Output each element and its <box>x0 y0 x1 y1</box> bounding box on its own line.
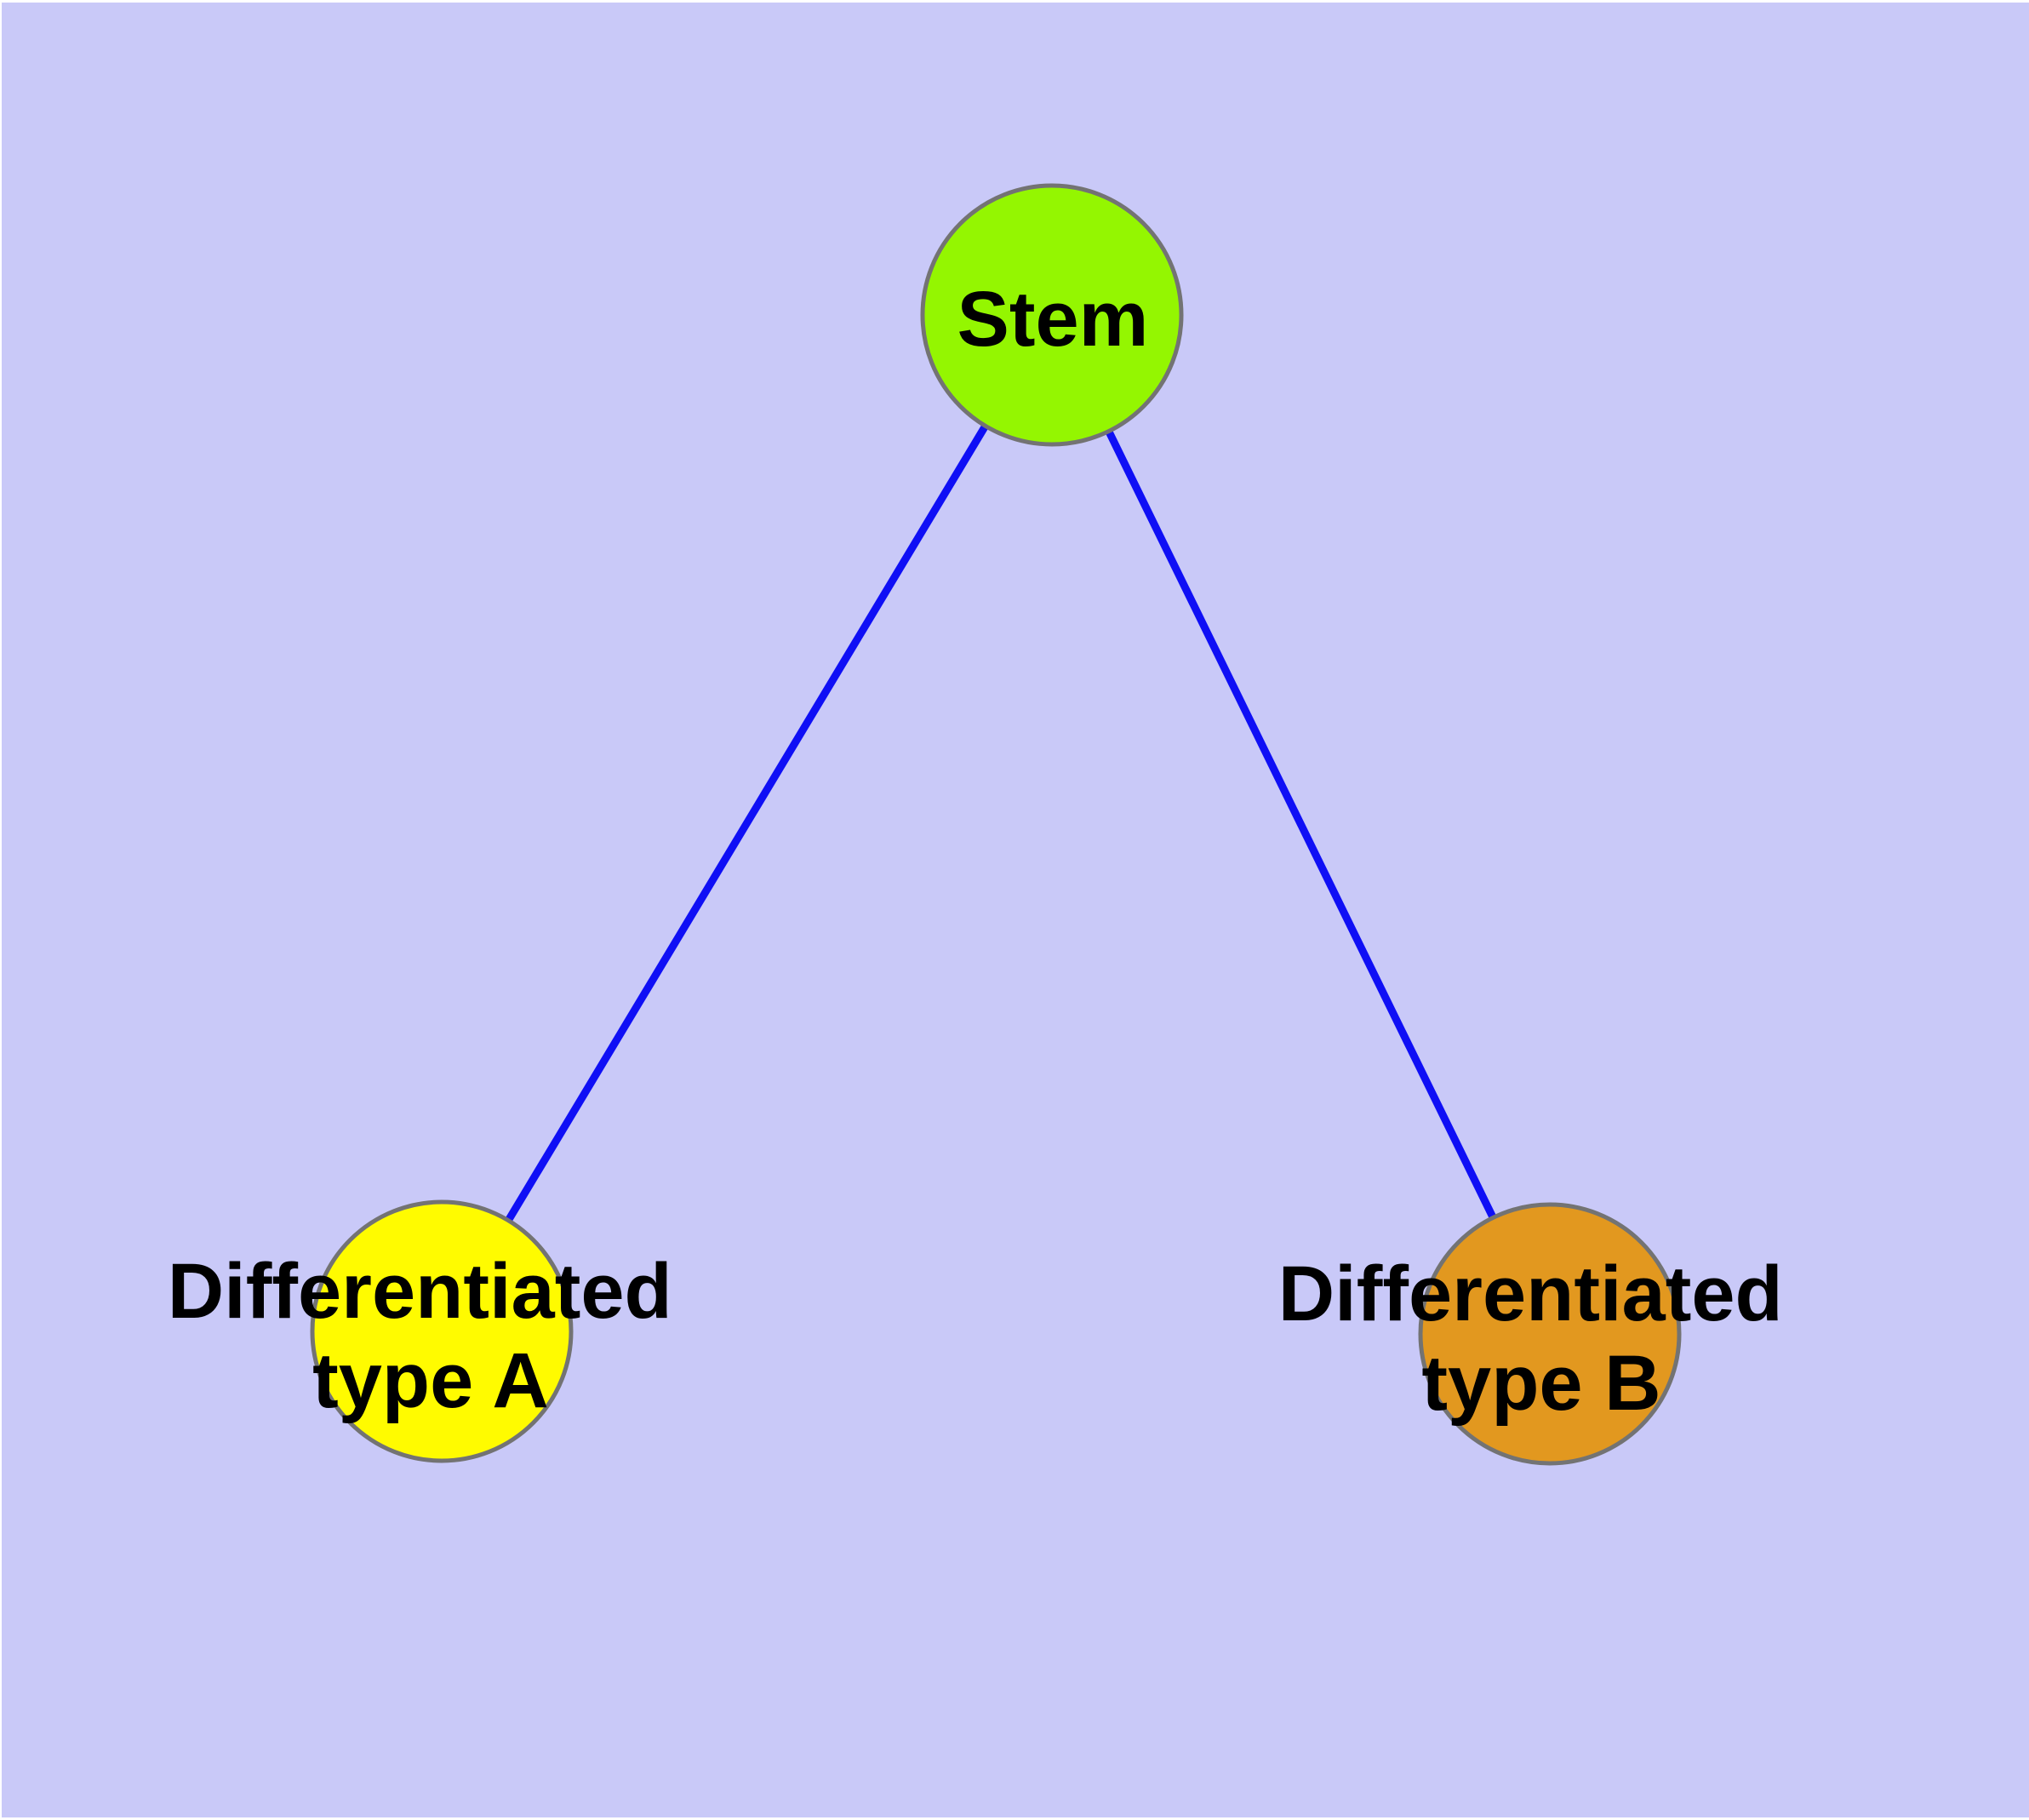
node-differentiated-type-a-label: Differentiated type A <box>168 1248 694 1424</box>
node-stem-label-line-1: Stem <box>957 276 1149 363</box>
node-stem <box>920 183 1184 447</box>
node-differentiated-type-b-label: Differentiated type B <box>1278 1251 1805 1427</box>
edge-stem-to-type-a <box>438 312 1055 1334</box>
node-stem-label: Stem <box>957 276 1149 363</box>
node-differentiated-type-b-label-line-2: type B <box>1421 1340 1660 1427</box>
node-differentiated-type-a <box>310 1199 574 1463</box>
edge-stem-to-type-b <box>1048 313 1554 1336</box>
node-differentiated-type-b-label-line-1: Differentiated <box>1278 1251 1783 1337</box>
node-differentiated-type-b <box>1418 1202 1682 1466</box>
node-differentiated-type-a-label-line-1: Differentiated <box>168 1248 672 1335</box>
node-differentiated-type-a-label-line-2: type A <box>312 1337 549 1424</box>
